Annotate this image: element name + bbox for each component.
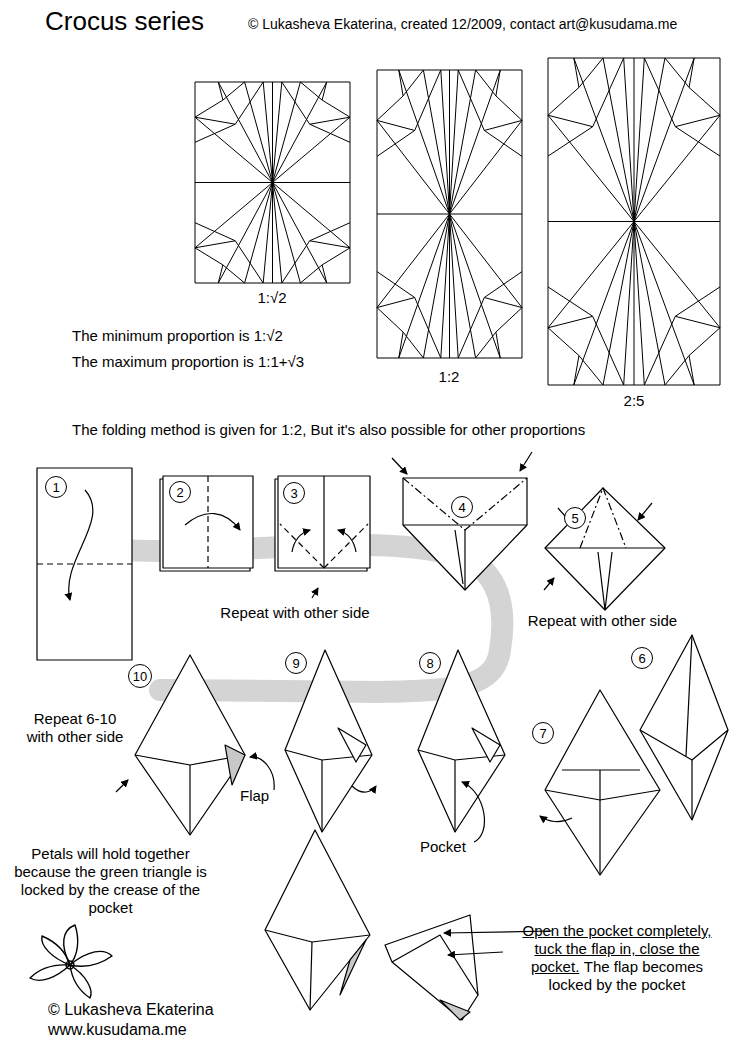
note-text: Pocket — [420, 838, 466, 856]
note-text: Flap — [240, 787, 269, 805]
step-circle: 1 — [45, 476, 67, 498]
step-number: 5 — [571, 511, 578, 526]
crease-pattern — [195, 82, 350, 283]
note-text: Repeat with other side — [205, 604, 385, 622]
step-circle: 5 — [564, 507, 586, 529]
step-circle: 10 — [128, 664, 152, 688]
crease-pattern — [377, 70, 522, 358]
step-number: 3 — [290, 486, 297, 501]
step-circle: 6 — [631, 647, 653, 669]
note-text: Repeat with other side — [520, 612, 685, 630]
note-text: The minimum proportion is 1:√2 — [72, 327, 283, 345]
note-text: 1:2 — [409, 368, 489, 386]
step-circle: 3 — [283, 482, 305, 504]
note-text: The folding method is given for 1:2, But… — [72, 421, 585, 439]
step-number: 6 — [638, 651, 645, 666]
step-circle: 9 — [285, 652, 307, 674]
step-circle: 8 — [419, 652, 441, 674]
step-number: 9 — [292, 656, 299, 671]
step-number: 4 — [458, 500, 465, 515]
note-box: Open the pocket completely, tuck the fla… — [508, 922, 726, 994]
note-text: © Lukasheva Ekaterina — [48, 1000, 214, 1019]
note-text: 1:√2 — [232, 289, 312, 307]
step-number: 8 — [426, 656, 433, 671]
step-number: 2 — [176, 485, 183, 500]
note-text: © Lukasheva Ekaterina, created 12/2009, … — [248, 16, 728, 33]
note-text: www.kusudama.me — [48, 1020, 187, 1039]
step-number: 7 — [539, 726, 546, 741]
step-number: 1 — [52, 480, 59, 495]
title: Crocus series — [45, 6, 204, 37]
step-circle: 4 — [451, 496, 473, 518]
step-circle: 7 — [532, 722, 554, 744]
step-circle: 2 — [169, 481, 191, 503]
crease-pattern — [548, 58, 720, 385]
note-text: Petals will hold together because the gr… — [8, 845, 213, 917]
note-text: 2:5 — [594, 392, 674, 410]
note-text: Repeat 6-10 with other side — [20, 710, 130, 746]
step-number: 10 — [133, 669, 147, 684]
note-text: The maximum proportion is 1:1+√3 — [72, 353, 304, 371]
